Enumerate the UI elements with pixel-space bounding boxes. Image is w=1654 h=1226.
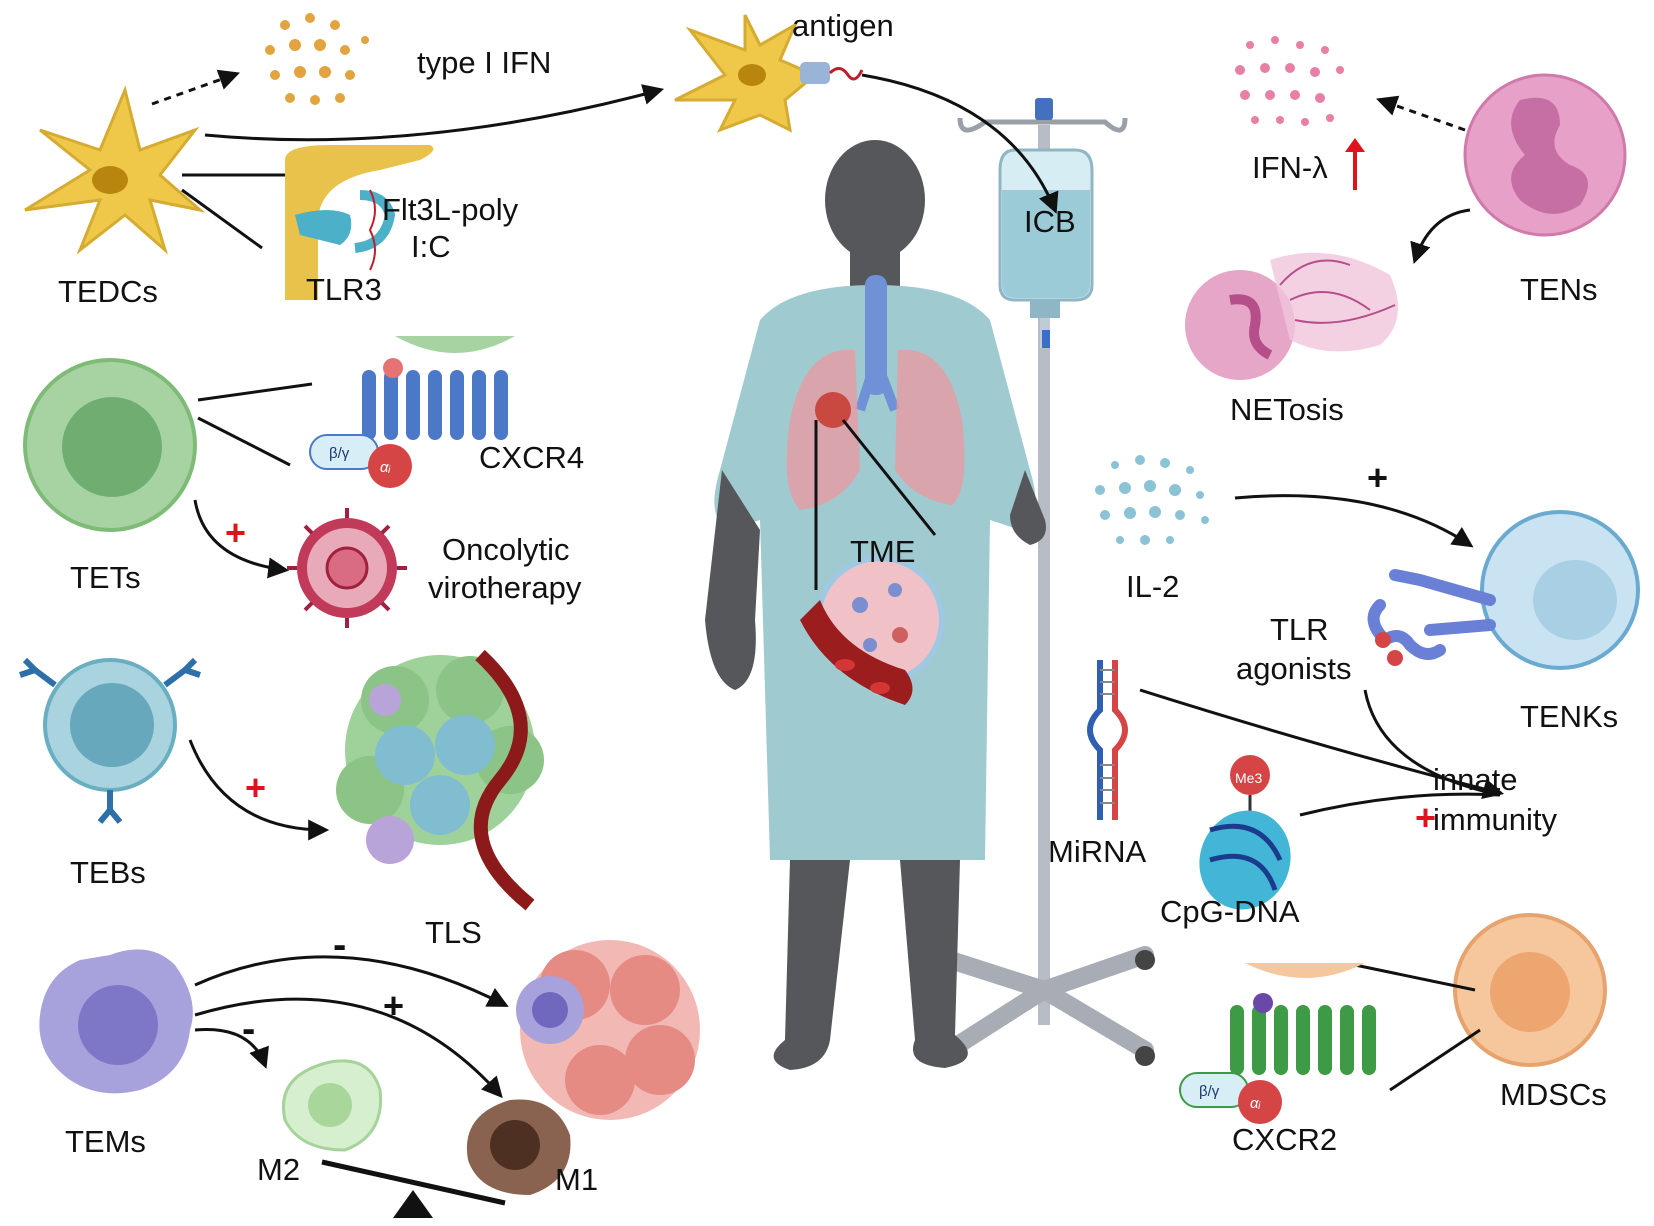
innate-immunity-label-line2: immunity <box>1433 802 1558 837</box>
cxcr2-label: CXCR2 <box>1232 1122 1337 1157</box>
alpha-i-label-2: αᵢ <box>1250 1095 1262 1112</box>
dendritic-cell-icon <box>24 85 206 255</box>
tedcs-label: TEDCs <box>58 274 158 309</box>
mdscs-label: MDSCs <box>1500 1077 1607 1112</box>
tlr3-membrane-icon <box>285 145 434 300</box>
tlr3-label: TLR3 <box>306 272 382 307</box>
tls-label: TLS <box>425 915 482 950</box>
balance-seesaw-icon <box>321 1159 506 1218</box>
tets-label: TETs <box>70 560 141 595</box>
netosis-cell-icon <box>1185 252 1398 380</box>
flt3l-label-line1: Flt3L-poly <box>382 192 519 227</box>
iv-bag <box>998 148 1094 348</box>
flt3l-label-line2: I:C <box>411 229 451 264</box>
tems-minus-top: - <box>333 923 346 967</box>
tumor-nodule <box>815 392 851 428</box>
neutrophil-icon <box>1463 73 1627 237</box>
tems-minus-m2: - <box>242 1007 255 1051</box>
tme-blood-vessel <box>800 555 945 705</box>
tems-label: TEMs <box>65 1124 146 1159</box>
oncolytic-label-line2: virotherapy <box>428 570 582 605</box>
tens-label: TENs <box>1520 272 1598 307</box>
b-cell-icon <box>19 657 201 824</box>
il2-dots-icon <box>1095 455 1209 545</box>
mirna-hairpin-icon <box>1087 660 1128 820</box>
cxcr4-receptor-icon <box>309 336 515 488</box>
macrophage-icon <box>39 949 193 1094</box>
beta-gamma-label-2: β/γ <box>1199 1083 1220 1100</box>
oncolytic-virus-icon <box>287 508 407 628</box>
cxcr2-receptor-icon <box>1179 963 1376 1124</box>
t-cell-icon <box>23 358 197 532</box>
innate-plus-sign: + <box>1415 797 1436 838</box>
type-i-ifn-label: type I IFN <box>417 45 551 80</box>
tls-cluster-icon <box>336 649 544 911</box>
tlr-agonists-label-line2: agonists <box>1236 651 1351 686</box>
m1-macrophage-icon <box>466 1099 571 1195</box>
tebs-label: TEBs <box>70 855 146 890</box>
beta-gamma-label-1: β/γ <box>329 445 350 462</box>
netosis-label: NETosis <box>1230 392 1344 427</box>
alpha-i-label-1: αᵢ <box>380 459 392 476</box>
red-up-arrow-icon <box>1345 138 1365 190</box>
m2-macrophage-icon <box>282 1059 383 1152</box>
mirna-label: MiRNA <box>1048 834 1146 869</box>
tlr-agonists-label-line1: TLR <box>1270 612 1329 647</box>
cpg-dna-label: CpG-DNA <box>1160 894 1300 929</box>
tumor-mass-icon <box>516 940 700 1120</box>
mdsc-icon <box>1453 913 1607 1067</box>
tebs-plus-sign: + <box>245 767 266 808</box>
me3-label: Me3 <box>1235 770 1262 786</box>
lungs <box>786 349 965 510</box>
ifn-lambda-label: IFN-λ <box>1252 150 1328 185</box>
cpg-dna-nucleosome-icon <box>1199 755 1291 910</box>
antigen-presenting-cell-icon <box>674 14 864 133</box>
nk-cell-icon <box>1367 510 1640 670</box>
icb-label: ICB <box>1024 204 1076 239</box>
il2-plus-sign: + <box>1367 457 1388 498</box>
antigen-label: antigen <box>792 8 894 43</box>
innate-immunity-label-line1: innate <box>1433 762 1517 797</box>
tenks-label: TENKs <box>1520 699 1618 734</box>
tme-label: TME <box>850 534 915 569</box>
oncolytic-label-line1: Oncolytic <box>442 532 569 567</box>
cxcr4-label: CXCR4 <box>479 440 584 475</box>
tets-plus-sign: + <box>225 512 246 553</box>
trachea <box>855 275 900 412</box>
il2-label: IL-2 <box>1126 569 1179 604</box>
type-i-ifn-dots-icon <box>265 13 369 105</box>
ifn-lambda-dots-icon <box>1235 36 1344 126</box>
tems-plus-sign: + <box>383 985 404 1026</box>
m1-label: M1 <box>555 1162 598 1197</box>
m2-label: M2 <box>257 1152 300 1187</box>
iv-stand <box>925 98 1155 1066</box>
